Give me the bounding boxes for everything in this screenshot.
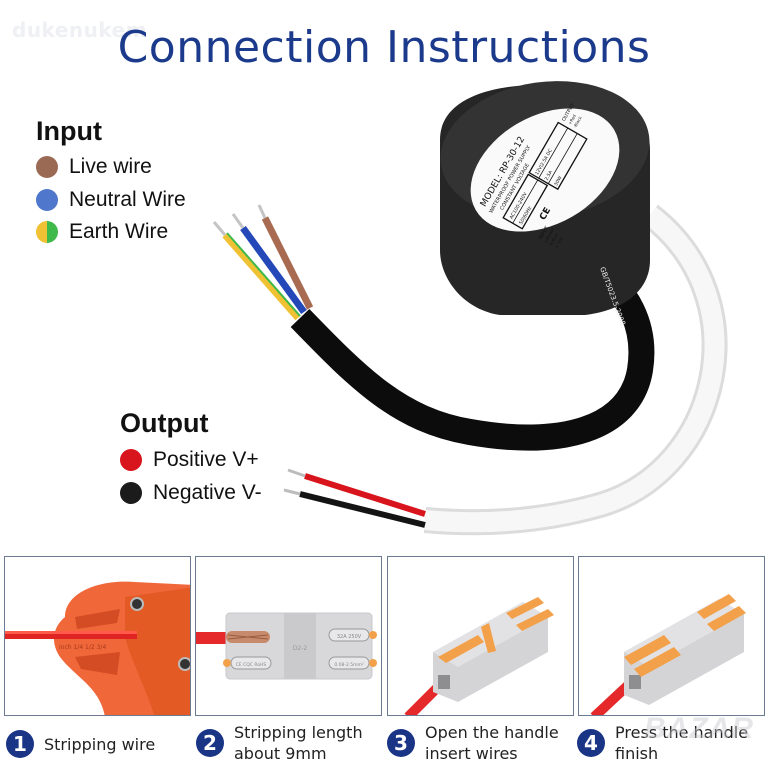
- step-1: 1 Stripping wire: [6, 730, 155, 758]
- brown-dot-icon: [36, 156, 58, 178]
- step-1-image: inch 1/4 1/2 3/4: [4, 556, 191, 716]
- black-input-cable: [290, 270, 655, 451]
- connector-cert: CE CQC RoHS: [236, 662, 267, 668]
- step-number-badge: 1: [6, 730, 34, 758]
- legend-label: Negative V-: [153, 481, 262, 504]
- red-output-wire: [304, 473, 426, 517]
- legend-label: Earth Wire: [69, 220, 169, 243]
- blue-dot-icon: [36, 189, 58, 211]
- legend-live-wire: Live wire: [36, 151, 186, 183]
- input-heading: Input: [36, 116, 102, 146]
- legend-label: Neutral Wire: [69, 188, 186, 211]
- output-heading: Output: [120, 408, 209, 438]
- step-3: 3 Open the handle insert wires: [387, 722, 559, 764]
- device-label-plate: [470, 108, 620, 232]
- step-text-line: Press the handle: [615, 723, 749, 742]
- label-output-power: 30W: [553, 175, 564, 187]
- legend-earth-wire: Earth Wire: [36, 217, 186, 247]
- connector-closed-illustration: [590, 594, 746, 715]
- legend-positive: Positive V+: [120, 443, 262, 477]
- label-output-neg: -Black: [572, 115, 583, 129]
- label-output-pos: +Red: [567, 113, 577, 125]
- black-dot-icon: [120, 482, 142, 504]
- page-title: Connection Instructions: [117, 22, 651, 73]
- neutral-wire: [240, 225, 307, 315]
- step-text-line: Open the handle: [425, 723, 559, 742]
- step-2-image: D2-2 32A 250V CE CQC RoHS 0.08-2.5mm²: [195, 556, 382, 716]
- live-wire: [261, 216, 314, 310]
- connector-open-illustration: [404, 597, 554, 715]
- label-output-current: 2.5A: [544, 169, 555, 182]
- step-text-line: Stripping length: [234, 723, 363, 742]
- stripper-scale: inch 1/4 1/2 3/4: [59, 644, 106, 651]
- earth-wire: [222, 232, 301, 321]
- step-number-badge: 2: [196, 729, 224, 757]
- power-supply-illustration: MODEL: RP-30-12 WATERPROOF POWER SUPPLY …: [212, 81, 728, 536]
- yellow-green-dot-icon: [36, 221, 58, 243]
- black-output-wire: [299, 491, 426, 528]
- step-text-line: about 9mm: [234, 744, 327, 763]
- step-4: 4 Press the handle finish: [577, 722, 748, 764]
- step-number-badge: 4: [577, 729, 605, 757]
- connector-model: D2-2: [293, 645, 308, 652]
- watermark-logo: BAZAR: [644, 712, 754, 745]
- input-legend: Input Live wire Neutral Wire Earth Wire: [36, 116, 186, 247]
- step-text-line: finish: [615, 744, 659, 763]
- wire-stripper-illustration: inch 1/4 1/2 3/4: [5, 581, 190, 715]
- step-3-image: [387, 556, 574, 716]
- step-number-badge: 3: [387, 729, 415, 757]
- step-text-line: Stripping wire: [44, 734, 156, 754]
- label-input-e: ⏚:Y/G: [553, 236, 564, 250]
- step-4-image: [578, 556, 765, 716]
- step-2: 2 Stripping length about 9mm: [196, 722, 363, 764]
- legend-label: Positive V+: [153, 448, 259, 471]
- connector-wire-range: 0.08-2.5mm²: [334, 662, 364, 668]
- label-input-n: N:Blue: [548, 232, 559, 246]
- legend-negative: Negative V-: [120, 477, 262, 509]
- legend-neutral-wire: Neutral Wire: [36, 183, 186, 217]
- step-text-line: insert wires: [425, 744, 518, 763]
- watermark-text: dukenukem: [12, 18, 148, 42]
- red-dot-icon: [120, 449, 142, 471]
- connector-top-illustration: D2-2 32A 250V CE CQC RoHS 0.08-2.5mm²: [196, 612, 377, 680]
- output-legend: Output Positive V+ Negative V-: [120, 408, 262, 509]
- legend-label: Live wire: [69, 155, 152, 178]
- connector-rating: 32A 250V: [337, 634, 362, 640]
